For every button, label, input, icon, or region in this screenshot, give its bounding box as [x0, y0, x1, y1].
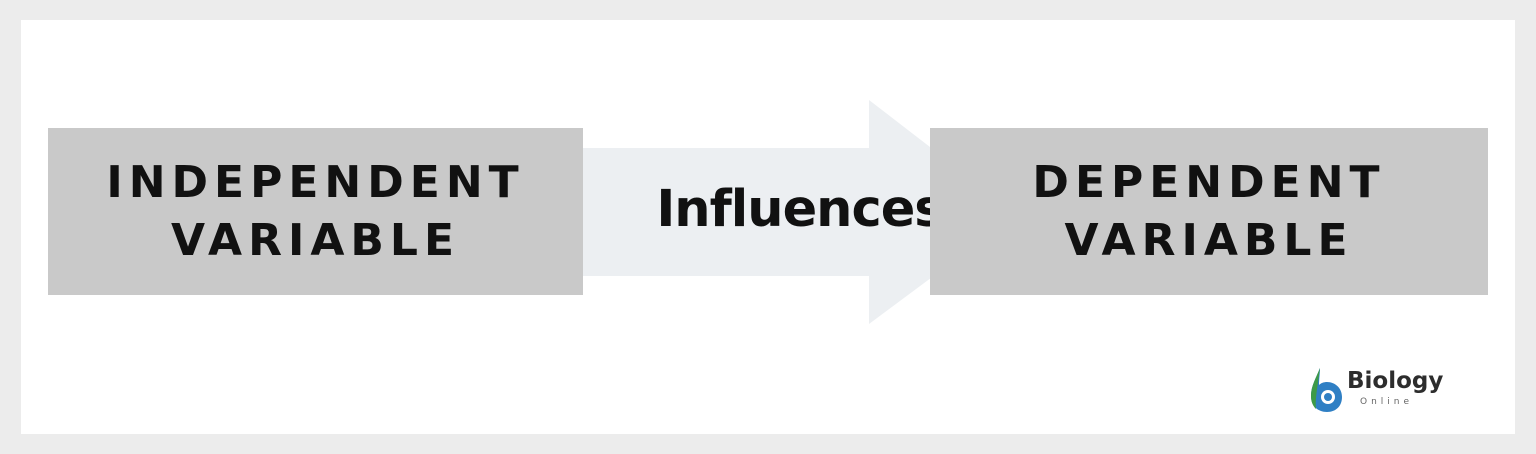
independent-variable-label: INDEPENDENT VARIABLE [106, 154, 524, 270]
independent-variable-line-1: INDEPENDENT [106, 156, 525, 208]
logo-drop-icon [1311, 368, 1342, 412]
arrow-shape [583, 100, 1017, 324]
diagram-panel: INDEPENDENT VARIABLE Influences DEPENDEN… [21, 20, 1515, 434]
biology-online-logo: Biology Online [1308, 364, 1468, 414]
dependent-variable-box: DEPENDENT VARIABLE [930, 128, 1488, 295]
dependent-variable-line-2: VARIABLE [1064, 214, 1354, 266]
dependent-variable-line-1: DEPENDENT [1032, 156, 1386, 208]
influence-arrow [583, 100, 1017, 324]
dependent-variable-label: DEPENDENT VARIABLE [1032, 154, 1385, 270]
independent-variable-box: INDEPENDENT VARIABLE [48, 128, 583, 295]
logo-subtitle: Online [1360, 397, 1414, 407]
logo-wordmark: Biology [1347, 368, 1444, 394]
independent-variable-line-2: VARIABLE [170, 214, 461, 266]
influences-label: Influences [656, 180, 944, 239]
